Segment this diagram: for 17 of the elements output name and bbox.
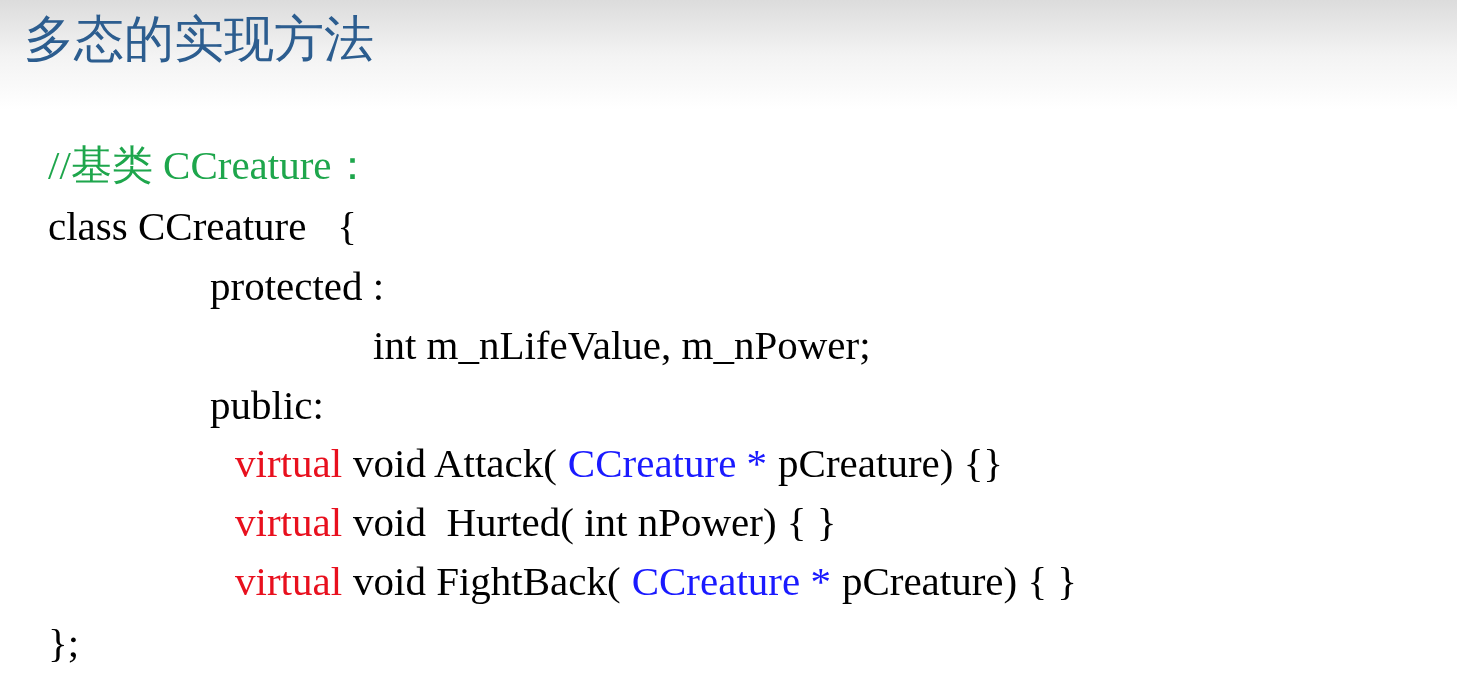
code-keyword: virtual: [235, 441, 343, 485]
code-text: pCreature) {}: [778, 441, 1003, 485]
code-text: void FightBack(: [353, 559, 621, 603]
code-text: void Hurted( int nPower) { }: [353, 500, 837, 544]
code-text: class CCreature {: [48, 204, 357, 248]
code-comment: //基类 CCreature：: [48, 143, 373, 187]
code-keyword: virtual: [235, 500, 343, 544]
code-type: CCreature *: [631, 559, 831, 603]
code-text: int m_nLifeValue, m_nPower;: [373, 323, 871, 367]
slide-title: 多态的实现方法: [24, 14, 374, 64]
code-text: void Attack(: [353, 441, 557, 485]
code-type: CCreature *: [567, 441, 768, 485]
code-text: };: [48, 621, 80, 665]
code-text: protected :: [210, 264, 385, 308]
code-text: pCreature) { }: [841, 559, 1078, 603]
code-text: public:: [210, 383, 324, 427]
code-keyword: virtual: [235, 559, 343, 603]
